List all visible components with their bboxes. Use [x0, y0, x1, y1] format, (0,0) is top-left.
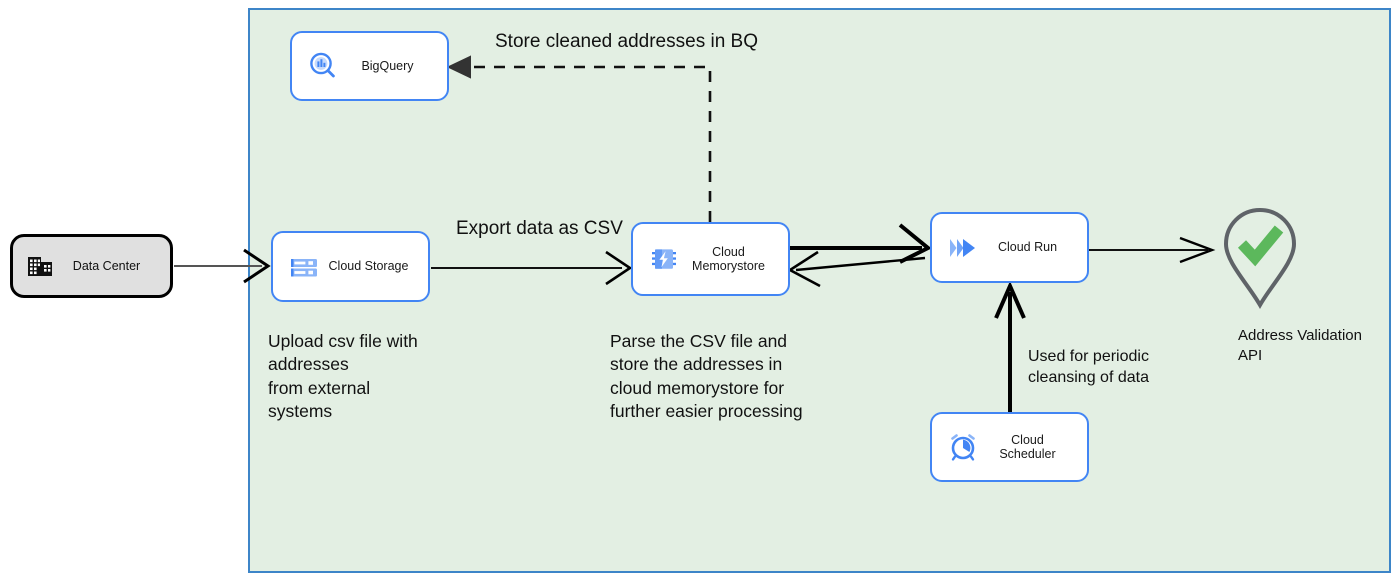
edge-label-export-csv: Export data as CSV	[456, 218, 623, 239]
node-cloud-run[interactable]: Cloud Run	[930, 212, 1089, 283]
cloud-memorystore-icon	[647, 242, 681, 276]
node-label-data-center: Data Center	[72, 259, 141, 273]
cloud-run-icon	[946, 231, 980, 265]
node-cloud-storage[interactable]: Cloud Storage	[271, 231, 430, 302]
edge-datacenter-to-cloudstorage	[174, 248, 271, 284]
datacenter-building-icon	[25, 251, 55, 281]
node-cloud-scheduler[interactable]: Cloud Scheduler	[930, 412, 1089, 482]
node-label-bigquery: BigQuery	[361, 58, 414, 73]
edge-label-store-bq: Store cleaned addresses in BQ	[495, 31, 758, 52]
annotation-parse-csv: Parse the CSV file and store the address…	[610, 331, 803, 421]
annotation-upload-csv: Upload csv file with addresses from exte…	[268, 331, 418, 421]
map-pin-check-icon	[1223, 207, 1297, 310]
edge-memorystore-to-bigquery	[446, 55, 712, 222]
edge-memorystore-to-cloudrun	[790, 223, 932, 264]
node-data-center[interactable]: Data Center	[10, 234, 173, 298]
edge-cloudrun-to-memorystore	[787, 250, 926, 288]
node-label-cloud-storage: Cloud Storage	[328, 259, 409, 274]
edge-cloudrun-to-address-api	[1089, 236, 1216, 264]
node-label-cloud-scheduler: Cloud Scheduler	[999, 432, 1056, 461]
bigquery-icon	[306, 49, 340, 83]
node-label-address-validation-api: Address Validation API	[1238, 327, 1362, 365]
node-label-cloud-memorystore: Cloud Memorystore	[692, 244, 765, 273]
node-label-cloud-run: Cloud Run	[997, 240, 1058, 255]
cloud-storage-icon	[287, 250, 321, 284]
annotation-scheduler-purpose: Used for periodic cleansing of data	[1028, 348, 1149, 387]
node-cloud-memorystore[interactable]: Cloud Memorystore	[631, 222, 790, 296]
google-cloud-boundary	[248, 8, 1391, 573]
edge-cloudstorage-to-memorystore	[431, 250, 633, 286]
node-bigquery[interactable]: BigQuery	[290, 31, 449, 101]
cloud-scheduler-icon	[946, 430, 980, 464]
edge-scheduler-to-cloudrun	[994, 281, 1026, 412]
node-address-validation-api[interactable]	[1218, 206, 1302, 310]
